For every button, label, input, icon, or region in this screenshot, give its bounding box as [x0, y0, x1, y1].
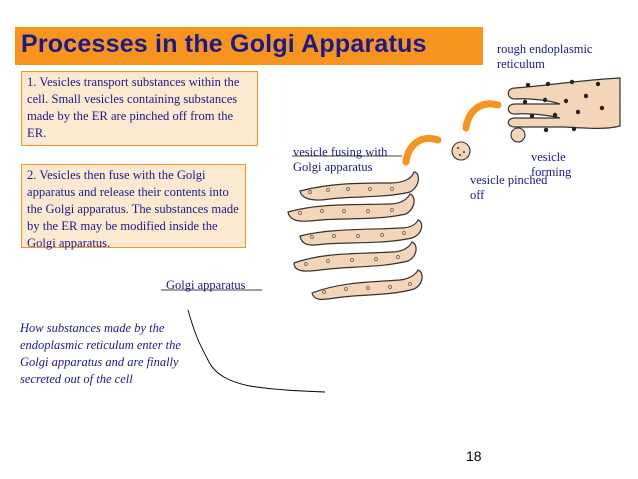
- label-vesicle-fusing: vesicle fusing with Golgi apparatus: [293, 145, 388, 174]
- info-box-step-1: 1. Vesicles transport substances within …: [21, 71, 258, 146]
- label-vesicle-forming: vesicle forming: [531, 150, 572, 179]
- leader-caption-curve: [187, 309, 326, 393]
- cisterna-4: [293, 241, 417, 272]
- pinched-off-vesicle: [451, 141, 471, 161]
- cisterna-5: [311, 269, 423, 301]
- cisterna-1: [299, 171, 419, 201]
- ribosome-dots: [517, 79, 605, 133]
- label-rough-er: rough endoplasmic reticulum: [497, 42, 593, 71]
- label-golgi-apparatus: Golgi apparatus: [166, 278, 246, 292]
- title-bar: [15, 27, 483, 65]
- page-title: Processes in the Golgi Apparatus: [21, 30, 427, 58]
- info-box-step-2: 2. Vesicles then fuse with the Golgi app…: [21, 164, 246, 250]
- figure-caption: How substances made by the endoplasmic r…: [20, 321, 181, 386]
- cisterna-3: [299, 219, 423, 246]
- label-vesicle-pinched-off: vesicle pinched off: [470, 173, 548, 202]
- vesicle-forming-bud: [510, 127, 526, 143]
- golgi-stack: [287, 171, 423, 301]
- arrow-er-to-vesicle: [462, 100, 502, 132]
- golgi-dots: [298, 187, 412, 294]
- arrow-vesicle-to-golgi: [402, 135, 442, 166]
- rough-er: [507, 77, 621, 129]
- cisterna-2: [287, 193, 415, 222]
- page-number: 18: [466, 448, 482, 464]
